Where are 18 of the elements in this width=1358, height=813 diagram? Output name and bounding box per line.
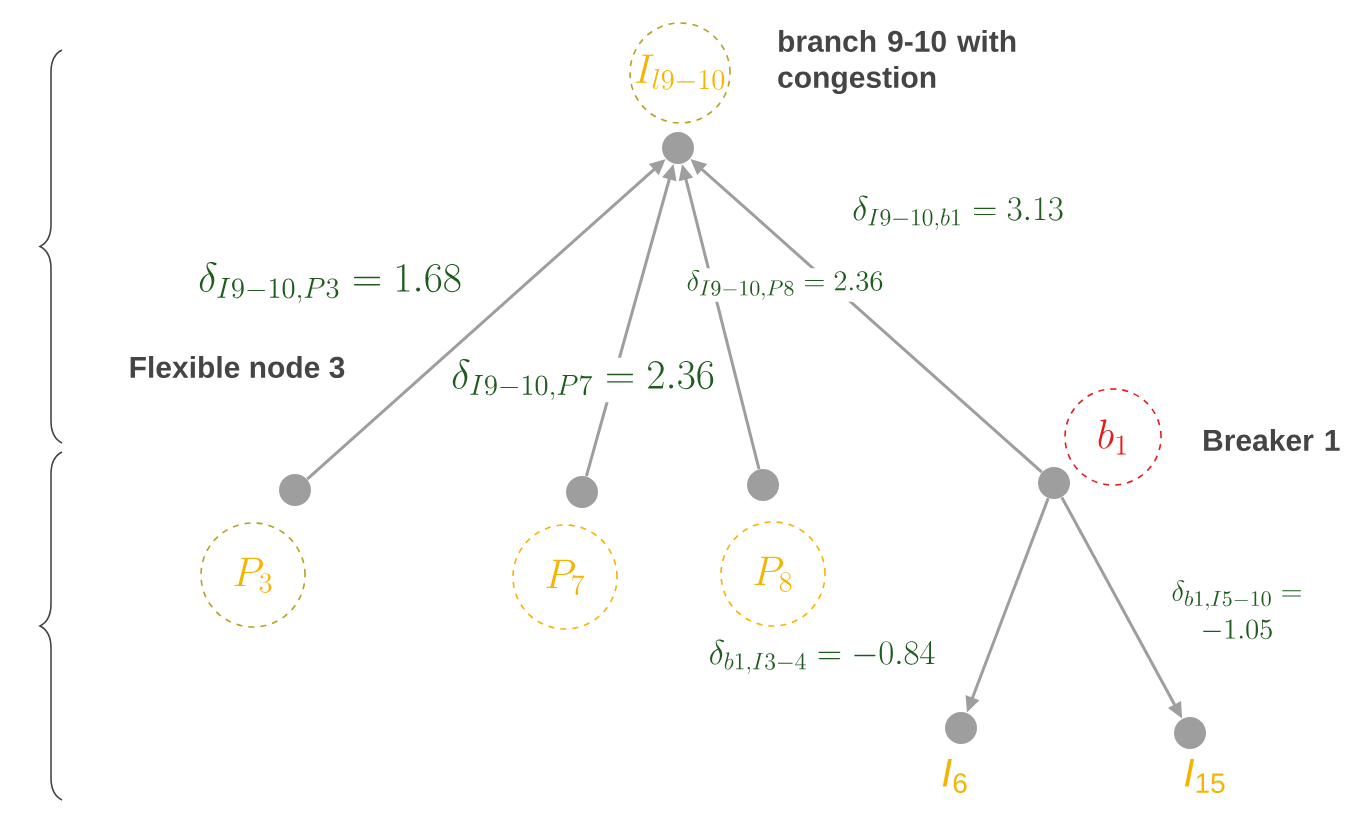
edge-label: $\delta_{I9-10,b1} = 3.13$ [850,194,1066,232]
dot [662,132,694,164]
dot [1038,467,1070,499]
node-label: I$_{6}$ [942,759,967,794]
dot [747,469,779,501]
node-caption: branch 9-10 with congestion [778,29,1016,95]
edge-label: $\delta_{I9-10,P3} = 1.68$ [196,260,464,306]
edge-label: $\delta_{I9-10,P7} = 2.36$ [449,357,717,403]
side-label: Flexible node 3 [130,355,345,379]
node-caption: Breaker 1 [1204,429,1340,451]
dot [1174,717,1206,749]
node-label: I$_{15}$ [1184,759,1225,794]
edge-label: $\delta_{b1,I3-4} = -0.84$ [706,638,938,676]
dot [945,712,977,744]
dot [279,474,311,506]
dot [566,476,598,508]
edge-label: $\begin{array}{c}\delta_{b1,I5-10} = \\ -1.05\end{array}$ [1159,572,1315,652]
edge-label: $\delta_{I9-10,P8} = 2.36$ [684,268,886,302]
